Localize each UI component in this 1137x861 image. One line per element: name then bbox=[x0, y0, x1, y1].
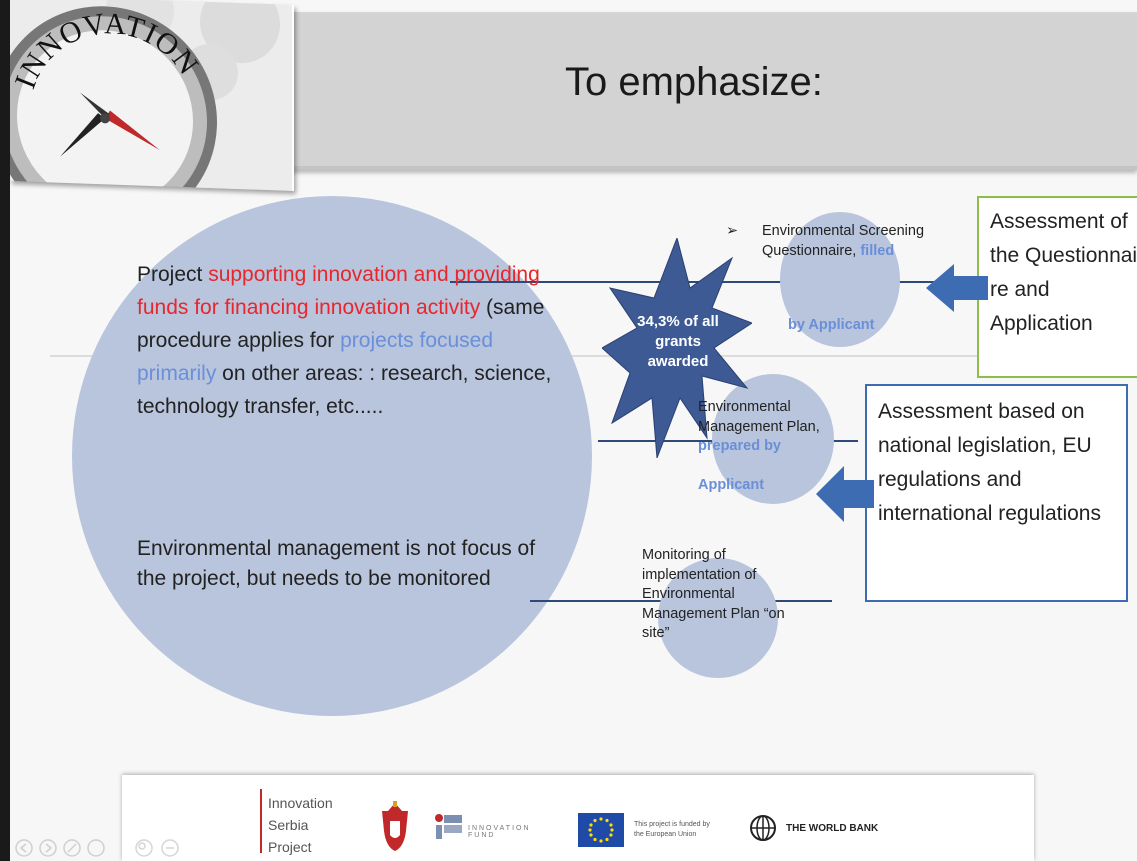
sponsor-footer: Innovation Serbia Project INNOVATION FUN… bbox=[122, 775, 1034, 861]
starburst-icon bbox=[602, 238, 752, 458]
legal-assessment-box bbox=[865, 384, 1128, 602]
screening-circle bbox=[780, 212, 900, 347]
world-bank-globe-icon bbox=[750, 815, 776, 841]
screening-bullet: ➢ bbox=[726, 223, 739, 239]
isp-line-3: Project bbox=[268, 839, 312, 855]
emp-prepared: prepared by bbox=[698, 438, 781, 454]
isp-divider bbox=[260, 789, 262, 853]
emp-circle bbox=[712, 374, 834, 504]
projects-highlight: projects focused primarily bbox=[137, 329, 494, 385]
slide-nav-icons[interactable] bbox=[14, 838, 194, 858]
grants-awarded-label: 34,3% of all grants awarded bbox=[637, 313, 719, 370]
left-arrow-icon bbox=[926, 264, 988, 312]
intro-text: Project bbox=[137, 263, 209, 286]
eu-funding-text-1: This project is funded by bbox=[634, 821, 710, 828]
screening-by-applicant: by Applicant bbox=[788, 317, 875, 333]
emp-comma: , bbox=[815, 418, 820, 435]
slide-divider bbox=[50, 355, 1137, 357]
monitoring-step: Monitoring of implementation of Environm… bbox=[642, 547, 785, 641]
serbia-coat-of-arms-icon bbox=[382, 801, 408, 851]
world-bank-text: THE WORLD BANK bbox=[786, 823, 879, 834]
monitoring-circle bbox=[658, 558, 778, 678]
areas-text: on other areas: : research, science, tec… bbox=[137, 362, 552, 418]
legal-assessment-text: Assessment based on national legislation… bbox=[878, 400, 1101, 525]
emp-text: Environmental Management Plan bbox=[698, 399, 816, 435]
emp-by-applicant: Applicant bbox=[698, 477, 765, 493]
presentation-controls[interactable] bbox=[14, 838, 194, 858]
innovation-highlight: supporting innovation and providing fund… bbox=[137, 263, 540, 319]
header-band-inner bbox=[290, 14, 1137, 166]
innovation-compass-logo: INNOVATION bbox=[10, 0, 294, 191]
slide-title: To emphasize: bbox=[565, 60, 823, 104]
procedure-text: (same procedure applies for bbox=[137, 296, 545, 352]
screening-step: Environmental Screening Questionnaire, f… bbox=[762, 222, 962, 261]
screening-comma: , bbox=[852, 242, 861, 259]
screening-filled: filled bbox=[860, 242, 895, 259]
emp-step: Environmental Management Plan, prepared … bbox=[698, 398, 868, 457]
innovation-fund-logo-icon bbox=[435, 814, 462, 839]
compass-icon: INNOVATION bbox=[10, 0, 292, 191]
eu-flag-icon bbox=[578, 813, 624, 847]
isp-line-2: Serbia bbox=[268, 817, 309, 833]
screening-text: Environmental Screening Questionnaire bbox=[762, 223, 925, 259]
project-description: Project supporting innovation and provid… bbox=[137, 258, 567, 423]
left-arrow-icon-2 bbox=[816, 466, 874, 522]
eu-funding-text-2: the European Union bbox=[634, 831, 697, 838]
environmental-note: Environmental management is not focus of… bbox=[137, 537, 536, 590]
connector-line-top bbox=[450, 281, 944, 283]
isp-line-1: Innovation bbox=[268, 795, 333, 811]
slide: To emphasize: INNOVATION bbox=[10, 0, 1137, 861]
innovation-fund-text: INNOVATION FUND bbox=[468, 825, 531, 839]
questionnaire-assessment-text: Assessment of the Questionnai re and App… bbox=[990, 210, 1137, 335]
